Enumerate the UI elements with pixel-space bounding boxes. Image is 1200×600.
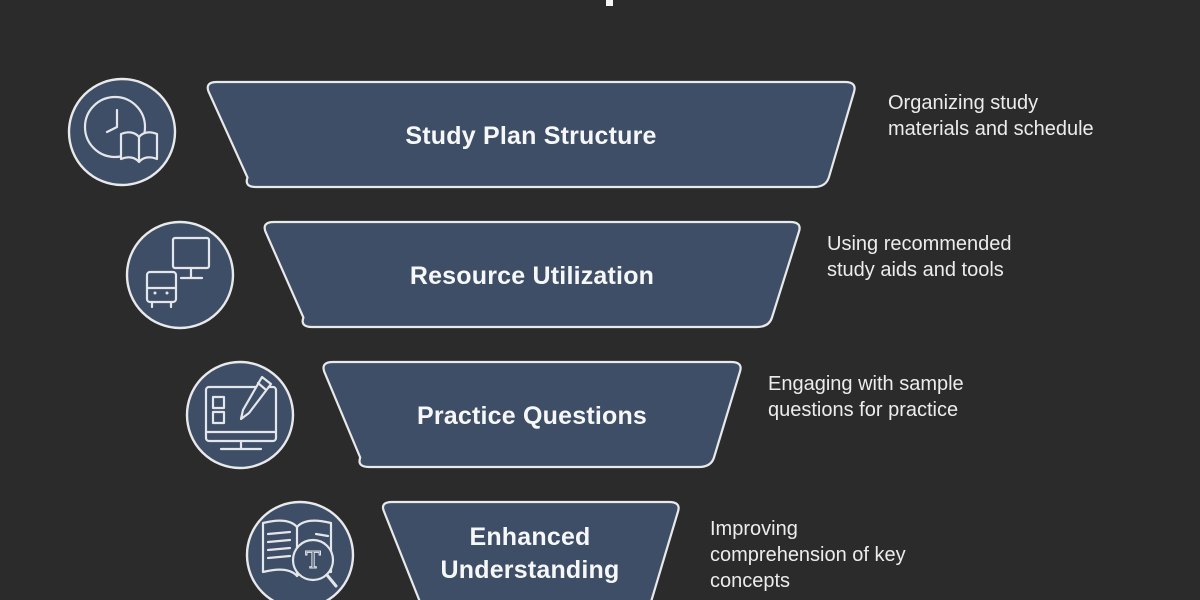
step-3-description: Engaging with sample questions for pract… — [768, 371, 964, 423]
description-line: Engaging with sample — [768, 373, 964, 395]
step-4-description: Improving comprehension of key concepts — [710, 516, 906, 594]
quiz-screen-icon — [185, 360, 295, 470]
step-3-label: Practice Questions — [416, 402, 648, 430]
description-line: Improving — [710, 518, 798, 540]
description-line: questions for practice — [768, 399, 959, 421]
step-4-label: Enhanced Understanding — [440, 523, 620, 584]
funnel-segment-4 — [381, 500, 680, 600]
description-line: materials and schedule — [888, 118, 1094, 140]
magnifier-letter-T: T — [305, 548, 321, 574]
devices-icon — [125, 220, 235, 330]
description-line: concepts — [710, 570, 791, 592]
cropped-title-descender — [606, 0, 613, 6]
description-line: comprehension of key — [710, 544, 906, 566]
book-magnifier-icon: T — [245, 500, 355, 600]
funnel-segment-2 — [263, 220, 801, 329]
description-line: study aids and tools — [827, 259, 1004, 281]
step-1-label: Study Plan Structure — [405, 122, 657, 150]
step-2-description: Using recommended study aids and tools — [827, 231, 1012, 283]
description-line: Using recommended — [827, 233, 1012, 255]
step-2-label: Resource Utilization — [409, 262, 655, 290]
funnel-segment-3 — [322, 360, 742, 469]
clock-book-icon — [67, 77, 177, 187]
funnel-segment-1 — [206, 80, 856, 189]
step-1-description: Organizing study materials and schedule — [888, 90, 1094, 142]
description-line: Organizing study — [888, 92, 1039, 114]
